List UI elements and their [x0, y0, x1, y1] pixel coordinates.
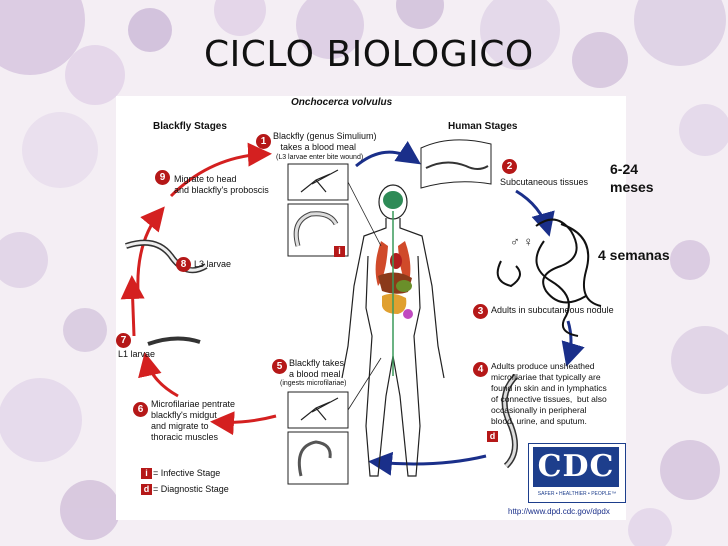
arrow-8-to-9 — [136, 206, 165, 292]
cdc-logo: CDC SAFER • HEALTHIER • PEOPLE™ — [528, 443, 626, 503]
legend-label: = Diagnostic Stage — [153, 484, 229, 494]
step-number: 4 — [473, 362, 488, 377]
legend-label: = Infective Stage — [153, 468, 221, 478]
step-3-text: Adults in subcutaneous nodule — [491, 305, 614, 315]
cdc-logo-mark: CDC — [533, 447, 619, 487]
arrow-4-to-5 — [368, 451, 487, 476]
step-4-text: Adults produce unsheathed microfilariae … — [491, 361, 607, 426]
step-1-subtext: (L3 larvae enter bite wound) — [276, 154, 364, 161]
duration-label-1: 6-24 meses — [610, 161, 654, 195]
step-number: 3 — [473, 304, 488, 319]
step-7-text: L1 larvae — [118, 349, 156, 359]
step-2-text: Subcutaneous tissues — [500, 177, 589, 187]
adult-worms-drawing — [496, 218, 602, 337]
legend-marker: i — [141, 468, 152, 479]
step-number: 8 — [176, 257, 191, 272]
step-9-text: Migrate to head and blackfly's proboscis — [174, 174, 269, 195]
life-cycle-diagram: Onchocerca volvulus Blackfly Stages Huma… — [116, 96, 626, 520]
l1-larva-drawing — [147, 336, 201, 346]
diagram-graphics — [120, 139, 602, 485]
step-number: 6 — [133, 402, 148, 417]
step-5-text: Blackfly takes a blood meal — [289, 358, 345, 379]
cdc-logo-tagline: SAFER • HEALTHIER • PEOPLE™ — [537, 491, 617, 497]
step-number: 7 — [116, 333, 131, 348]
slide-title: CICLO BIOLOGICO — [204, 34, 534, 75]
step-8-text: L3 larvae — [194, 259, 232, 269]
diagnostic-stage-marker: d — [487, 431, 498, 442]
infective-stage-marker: i — [334, 246, 345, 257]
step-1-text: Blackfly (genus Simulium) takes a blood … — [273, 131, 377, 152]
arrow-3-to-4 — [561, 320, 585, 367]
step-number: 2 — [502, 159, 517, 174]
step-number: 1 — [256, 134, 271, 149]
skin-tissue-drawing — [420, 139, 492, 189]
step-number: 5 — [272, 359, 287, 374]
step-6-text: Microfilariae pentrate blackfly's midgut… — [151, 399, 236, 442]
arrow-2-to-3 — [515, 189, 555, 237]
organs — [375, 191, 413, 376]
arrow-7-to-8 — [120, 275, 145, 337]
legend-marker: d — [141, 484, 152, 495]
species-name: Onchocerca volvulus — [291, 97, 393, 108]
blackfly-stages-header: Blackfly Stages — [153, 121, 227, 132]
arrow-5-to-6 — [210, 411, 277, 436]
arrow-6-to-7 — [138, 352, 179, 398]
duration-label-2: 4 semanas — [598, 247, 670, 263]
sex-symbols: ♂ ♀ — [510, 234, 534, 249]
source-url: http://www.dpd.cdc.gov/dpdx — [508, 507, 610, 516]
human-stages-header: Human Stages — [448, 121, 518, 132]
arrow-9-to-1 — [169, 142, 272, 198]
arrow-1-to-2 — [355, 141, 421, 168]
step-number: 9 — [155, 170, 170, 185]
step-5-subtext: (ingests microfilariae) — [280, 380, 347, 387]
